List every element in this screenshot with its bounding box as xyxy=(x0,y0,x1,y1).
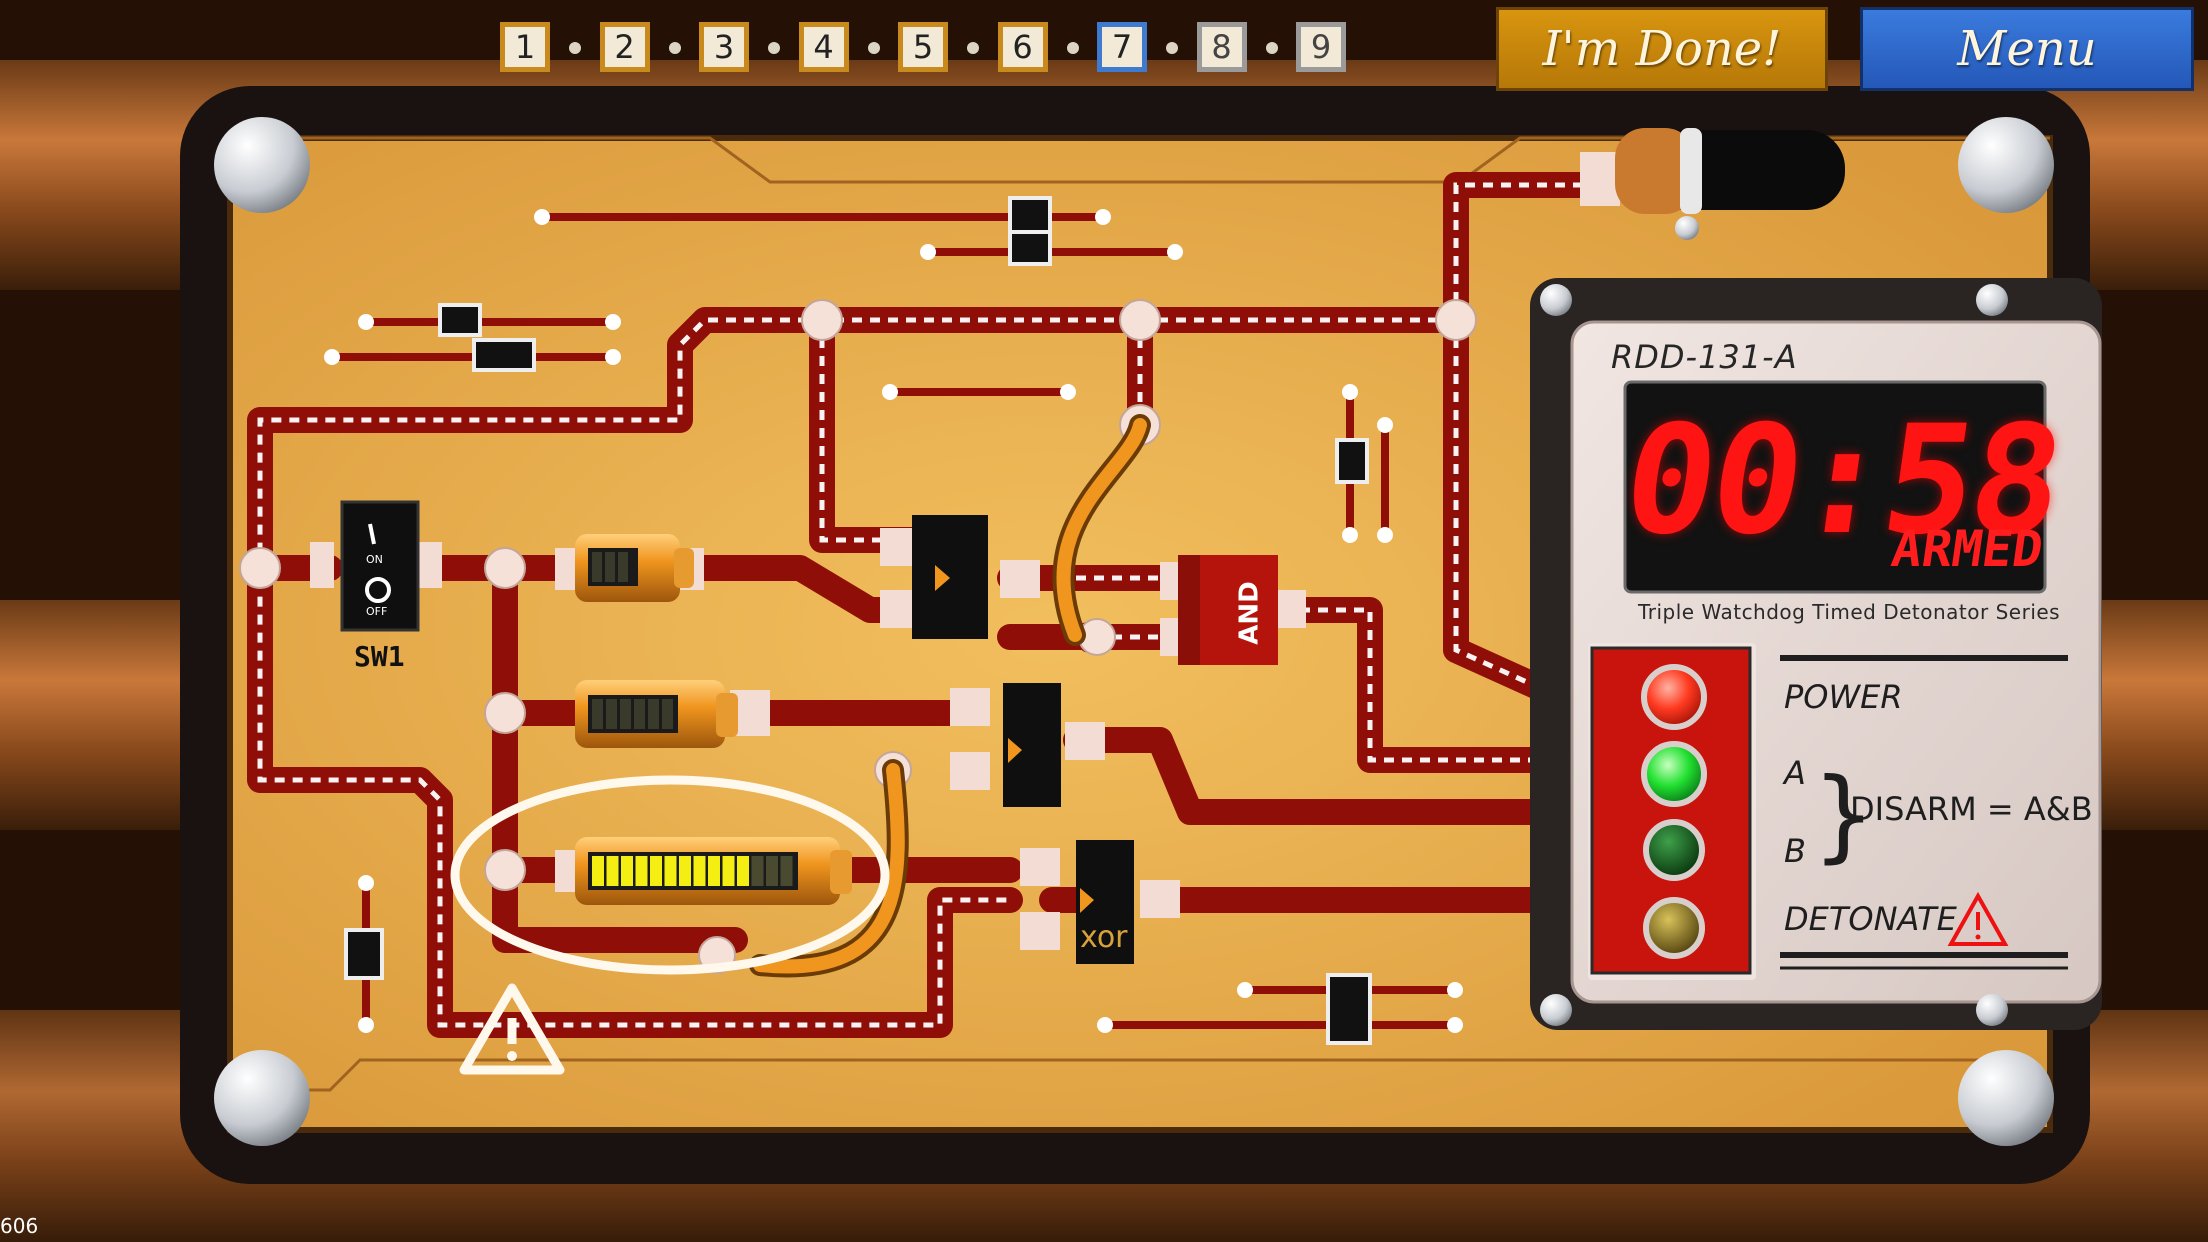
charge-cell xyxy=(751,856,764,886)
detonator-panel xyxy=(1530,278,2102,1030)
charge-cell xyxy=(737,856,749,886)
armed-status: ARMED xyxy=(1887,520,2047,578)
level-separator-dot xyxy=(1265,42,1278,54)
level-separator-dot xyxy=(668,42,681,54)
menu-button[interactable]: Menu xyxy=(1860,7,2194,91)
warning-icon xyxy=(459,983,565,1075)
and-gate xyxy=(1160,555,1306,665)
charge-cell xyxy=(722,856,735,886)
power-switch[interactable] xyxy=(310,500,442,632)
jumper-wires[interactable] xyxy=(749,414,1151,978)
switch-off-label: OFF xyxy=(366,605,388,618)
level-button-9[interactable]: 9 xyxy=(1296,22,1346,72)
power-label: POWER xyxy=(1784,678,1903,716)
detonate-light xyxy=(1643,897,1705,959)
switch-on-label: ON xyxy=(366,553,383,566)
level-separator-dot xyxy=(1166,42,1178,54)
b-label: B xyxy=(1784,832,1806,870)
level-button-1[interactable]: 1 xyxy=(500,22,550,72)
indicator-lights xyxy=(1641,664,1707,959)
hint-highlight xyxy=(450,775,890,975)
fps-counter: 606 xyxy=(0,1214,39,1238)
xor-gate xyxy=(1020,840,1180,964)
battery-1[interactable] xyxy=(555,534,704,602)
xor-gate-label: xor xyxy=(1080,920,1128,955)
and-gate-label: AND xyxy=(1234,581,1265,645)
board-screws xyxy=(214,117,2054,1146)
level-button-4[interactable]: 4 xyxy=(798,22,849,72)
level-button-8[interactable]: 8 xyxy=(1196,22,1247,72)
charge-cell xyxy=(766,856,778,886)
b-light xyxy=(1643,819,1705,881)
level-separator-dot xyxy=(867,42,880,54)
a-label: A xyxy=(1784,754,1806,792)
charge-cell xyxy=(592,856,604,886)
level-button-2[interactable]: 2 xyxy=(599,22,650,72)
power-light xyxy=(1641,664,1707,730)
charge-cell xyxy=(679,856,691,886)
charge-cell xyxy=(650,856,662,886)
detonator-cap xyxy=(1580,128,1845,240)
charge-cell xyxy=(708,856,720,886)
battery-2[interactable] xyxy=(575,680,770,748)
switch-label: SW1 xyxy=(354,640,405,673)
battery-3-charge-cells xyxy=(592,856,793,886)
charge-cell xyxy=(635,856,648,886)
level-button-6[interactable]: 6 xyxy=(997,22,1048,72)
level-separator-dot xyxy=(768,42,780,54)
charge-cell xyxy=(606,856,619,886)
level-button-7[interactable]: 7 xyxy=(1097,22,1147,72)
im-done-button[interactable]: I'm Done! xyxy=(1496,7,1828,91)
charge-cell xyxy=(693,856,706,886)
charge-cell xyxy=(664,856,677,886)
detonate-label: DETONATE xyxy=(1784,900,1957,938)
brace-icon: } xyxy=(1812,756,1876,873)
disarm-rule: DISARM = A&B xyxy=(1850,790,2093,828)
a-light xyxy=(1641,741,1707,807)
charge-cell xyxy=(780,856,793,886)
level-button-3[interactable]: 3 xyxy=(699,22,749,72)
level-separator-dot xyxy=(1066,42,1079,54)
charge-cell xyxy=(621,856,633,886)
logic-gate-1 xyxy=(880,515,1040,639)
detonator-series: Triple Watchdog Timed Detonator Series xyxy=(1638,600,2061,624)
level-button-5[interactable]: 5 xyxy=(898,22,948,72)
detonator-model: RDD-131-A xyxy=(1611,338,1798,376)
decorative-components xyxy=(324,196,1463,1045)
level-separator-dot xyxy=(967,42,979,54)
level-separator-dot xyxy=(569,42,581,54)
battery-3[interactable] xyxy=(555,837,852,905)
logic-gate-2 xyxy=(950,683,1105,807)
